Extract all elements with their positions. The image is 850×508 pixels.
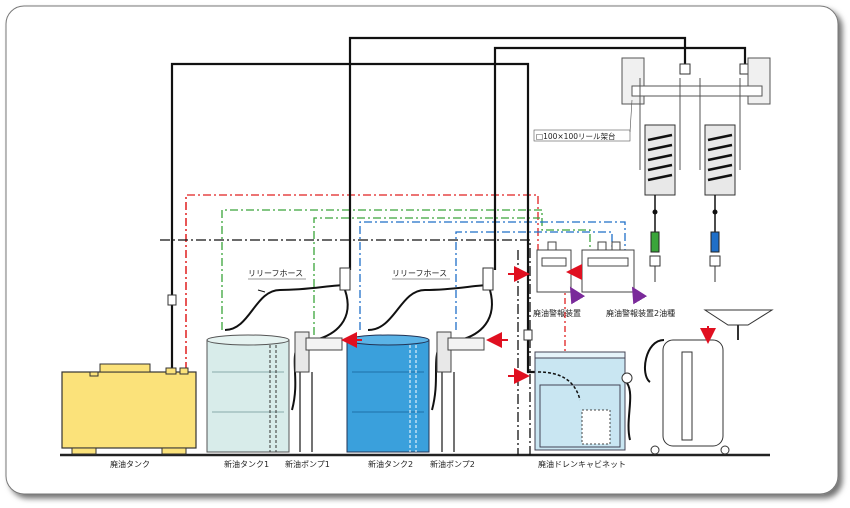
new-oil-pump-2-label: 新油ポンプ2 [430, 459, 475, 469]
blue-signal-line-1 [359, 221, 626, 330]
signal-lines [160, 194, 626, 455]
alarm-device [536, 241, 572, 293]
alarm-arrows [569, 286, 648, 305]
relief-hose-2 [367, 284, 491, 331]
reel-stand [621, 57, 771, 282]
waste-oil-cart [643, 309, 774, 455]
flow-arrows [341, 264, 716, 384]
alarm-device-2oil [581, 241, 635, 293]
new-oil-pump-2 [436, 331, 485, 452]
pipe-tank1 [348, 36, 687, 270]
drain-cabinet [534, 351, 633, 451]
new-oil-tank-2 [346, 334, 430, 453]
new-oil-pump-1-label: 新油ポンプ1 [285, 459, 330, 469]
relief-hose-label-1: リリーフホース [248, 269, 303, 278]
new-oil-pump-1 [294, 331, 343, 452]
new-oil-tank-2-label: 新油タンク2 [368, 459, 413, 469]
drain-cabinet-label: 廃油ドレンキャビネット [538, 459, 626, 469]
alarm-device-2oil-label: 廃油警報装置2油種 [606, 308, 675, 318]
new-oil-tank-1-label: 新油タンク1 [224, 459, 269, 469]
green-signal-line-1 [221, 209, 591, 330]
oil-pipes [170, 36, 747, 374]
waste-pipe [170, 62, 540, 374]
waste-oil-tank [61, 363, 197, 455]
blue-signal-line-2 [455, 231, 613, 330]
black-signal-line [160, 239, 531, 455]
alarm-device-label: 廃油警報装置 [533, 308, 581, 318]
valves [167, 63, 751, 341]
new-oil-tank-1 [206, 334, 290, 453]
reel-stand-label: □100×100リール架台 [536, 131, 616, 141]
pipe-tank2 [493, 46, 747, 270]
green-signal-line-2 [313, 217, 540, 335]
relief-hose-label-2: リリーフホース [392, 269, 447, 278]
relief-hose-1 [224, 284, 349, 331]
reel-stand-label-box [533, 129, 631, 142]
waste-oil-tank-label: 廃油タンク [110, 459, 150, 469]
